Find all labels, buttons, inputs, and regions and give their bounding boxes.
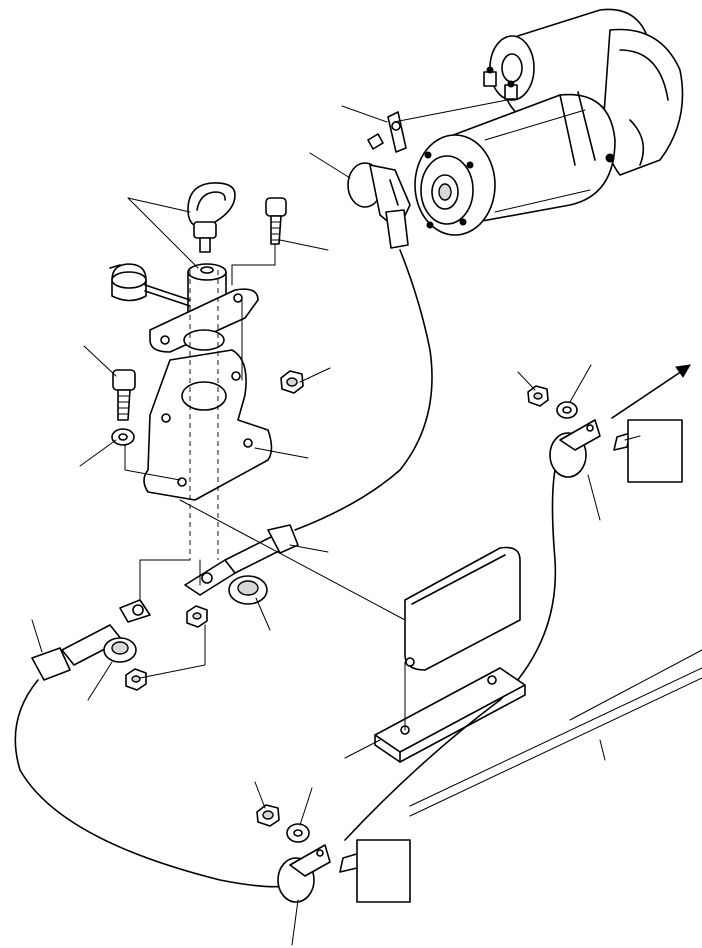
frame-rail <box>409 649 702 817</box>
starter-terminal-bracket <box>367 99 508 153</box>
nut <box>186 605 208 628</box>
nut <box>527 385 549 407</box>
cable-end-connector <box>31 599 151 681</box>
mounting-bolt <box>265 197 287 245</box>
cable-clamp <box>549 419 683 483</box>
washer <box>111 428 135 446</box>
terminal-boot <box>347 162 411 249</box>
nut <box>125 668 147 691</box>
direction-arrow <box>611 364 691 419</box>
battery-cable <box>14 249 557 888</box>
switch-mounting-plate <box>149 288 259 353</box>
cable-end-connector <box>184 524 299 605</box>
dust-cap <box>109 263 191 307</box>
frame-stand-bracket <box>374 546 526 763</box>
washer <box>556 401 578 419</box>
leader-lines <box>31 105 606 946</box>
starter-motor <box>414 8 684 236</box>
key <box>187 182 236 253</box>
washer <box>286 823 310 843</box>
cable-clamp <box>277 839 411 903</box>
nut <box>280 370 304 394</box>
mounting-bolt <box>112 369 136 421</box>
mounting-bracket <box>143 349 273 501</box>
alignment-lines <box>124 270 406 731</box>
nut <box>256 804 280 827</box>
